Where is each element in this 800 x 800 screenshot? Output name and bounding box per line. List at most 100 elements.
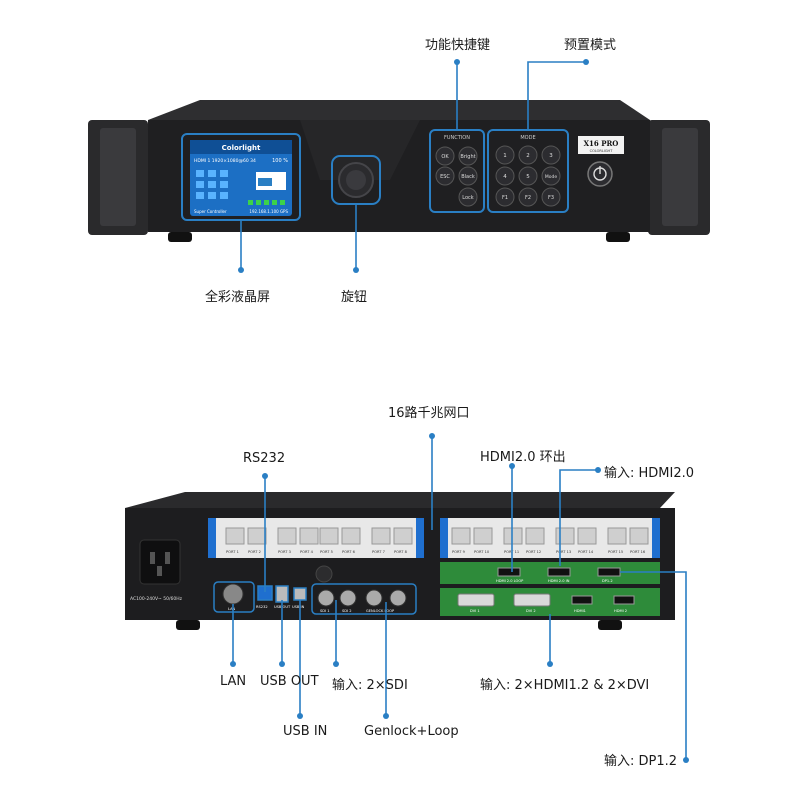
- sdi1-port[interactable]: [317, 589, 335, 607]
- svg-text:SDI 1: SDI 1: [320, 609, 330, 613]
- svg-text:PORT 8: PORT 8: [394, 550, 408, 554]
- svg-text:PORT 13: PORT 13: [556, 550, 571, 554]
- rear-chassis-top: [125, 492, 675, 508]
- lcd-percent: 100 %: [272, 158, 288, 164]
- label-lan: LAN: [220, 674, 247, 689]
- function-key-ok[interactable]: [435, 146, 455, 166]
- svg-text:PORT 1: PORT 1: [226, 550, 239, 554]
- label-sdi-in: 输入: 2×SDI: [332, 678, 408, 693]
- model-plate: [578, 136, 624, 154]
- svg-text:HDMI1: HDMI1: [574, 609, 586, 613]
- usb-out-port[interactable]: [275, 585, 289, 603]
- usb-in-port[interactable]: [293, 587, 307, 601]
- function-key-bright[interactable]: [458, 146, 478, 166]
- label-lcd: 全彩液晶屏: [205, 290, 271, 305]
- hdmi1-port[interactable]: [571, 595, 593, 605]
- label-knob: 旋钮: [341, 290, 368, 305]
- mode-key-mode[interactable]: [541, 166, 561, 186]
- dvi2-port[interactable]: [513, 593, 551, 607]
- front-callout-lines: [240, 61, 586, 270]
- svg-text:PORT 9: PORT 9: [452, 550, 466, 554]
- svg-text:4: 4: [503, 174, 507, 180]
- dvi1-port[interactable]: [457, 593, 495, 607]
- lcd-footer: Super Controller: [194, 209, 227, 214]
- mode-key-f3[interactable]: [541, 187, 561, 207]
- svg-text:USB IN: USB IN: [292, 605, 305, 609]
- label-usb-in: USB IN: [283, 724, 328, 739]
- function-key-esc[interactable]: [435, 166, 455, 186]
- hdmi-in-port[interactable]: [547, 567, 571, 577]
- svg-text:F1: F1: [502, 195, 508, 201]
- svg-text:F2: F2: [525, 195, 531, 201]
- svg-text:PORT 12: PORT 12: [526, 550, 541, 554]
- label-genlock: Genlock+Loop: [364, 724, 459, 739]
- mode-key-1[interactable]: [495, 145, 515, 165]
- svg-text:3: 3: [549, 153, 553, 159]
- svg-text:PORT 7: PORT 7: [372, 550, 385, 554]
- label-usb-out: USB OUT: [260, 674, 319, 689]
- dp-port[interactable]: [597, 567, 621, 577]
- svg-text:PORT 10: PORT 10: [474, 550, 490, 554]
- mode-key-5[interactable]: [518, 166, 538, 186]
- sdi2-port[interactable]: [339, 589, 357, 607]
- mode-key-3[interactable]: [541, 145, 561, 165]
- model-sub: COLORLIGHT: [590, 149, 614, 153]
- svg-text:HDMI 2.0 LOOP: HDMI 2.0 LOOP: [496, 579, 524, 583]
- hdmi-loop-port[interactable]: [497, 567, 521, 577]
- svg-text:PORT 4: PORT 4: [300, 550, 314, 554]
- svg-text:2: 2: [526, 153, 530, 159]
- genlock-loop-port[interactable]: [389, 589, 407, 607]
- lan-port[interactable]: [222, 583, 244, 605]
- svg-text:Bright: Bright: [460, 154, 475, 160]
- mode-keys: 1 2 3 4 5 Mode F1 F2 F3: [495, 145, 561, 207]
- svg-text:HDMI 2.0 IN: HDMI 2.0 IN: [548, 579, 570, 583]
- label-hdmi-in: 输入: HDMI2.0: [604, 466, 695, 481]
- svg-text:RS232: RS232: [256, 605, 268, 609]
- svg-text:SDI 2: SDI 2: [342, 609, 352, 613]
- mode-key-f1[interactable]: [495, 187, 515, 207]
- svg-text:PORT 3: PORT 3: [278, 550, 291, 554]
- model-name: X16 PRO: [584, 139, 619, 148]
- svg-text:Black: Black: [461, 174, 475, 180]
- mode-key-2[interactable]: [518, 145, 538, 165]
- lcd-footer-right: 192.168.1.100 GPS: [249, 209, 288, 214]
- mode-key-4[interactable]: [495, 166, 515, 186]
- svg-text:Mode: Mode: [545, 174, 557, 180]
- power-text: AC100-240V~ 50/60Hz: [130, 596, 183, 602]
- genlock-port[interactable]: [365, 589, 383, 607]
- svg-text:PORT 6: PORT 6: [342, 550, 356, 554]
- front-chassis-top: [148, 100, 650, 120]
- mode-key-f2[interactable]: [518, 187, 538, 207]
- svg-text:1: 1: [503, 153, 507, 159]
- svg-text:HDMI 2: HDMI 2: [614, 609, 627, 613]
- svg-text:PORT 16: PORT 16: [630, 550, 646, 554]
- function-key-lock[interactable]: [458, 187, 478, 207]
- lcd-brand: Colorlight: [222, 144, 261, 152]
- svg-text:F3: F3: [548, 195, 554, 201]
- svg-text:PORT 2: PORT 2: [248, 550, 261, 554]
- svg-text:LAN: LAN: [228, 607, 236, 611]
- rear-callout-lines: [232, 436, 687, 760]
- function-keys: OK Bright ESC Black Lock: [435, 146, 478, 207]
- svg-text:OK: OK: [441, 154, 449, 160]
- label-hdmi-loop: HDMI2.0 环出: [480, 450, 566, 465]
- svg-text:DVI 1: DVI 1: [470, 609, 480, 613]
- svg-text:Lock: Lock: [462, 195, 474, 201]
- hdmi2-port[interactable]: [613, 595, 635, 605]
- label-rs232: RS232: [243, 451, 286, 466]
- svg-text:DP1.2: DP1.2: [602, 579, 613, 583]
- bnc-ports: [317, 589, 407, 607]
- svg-text:PORT 5: PORT 5: [320, 550, 333, 554]
- lcd-line1: HDMI 1 1920×1080@60 34: [194, 158, 256, 164]
- left-port-labels: PORT 1 PORT 2 PORT 3 PORT 4 PORT 5 PORT 6 P…: [226, 550, 408, 554]
- label-hdmi-dvi-in: 输入: 2×HDMI1.2 & 2×DVI: [480, 678, 650, 693]
- svg-text:ESC: ESC: [440, 174, 450, 180]
- mode-panel-title: MODE: [520, 135, 535, 141]
- label-dp-in: 输入: DP1.2: [604, 754, 678, 769]
- function-key-black[interactable]: [458, 166, 478, 186]
- label-gigabit-ports: 16路千兆网口: [388, 406, 470, 421]
- power-socket[interactable]: [139, 539, 181, 585]
- function-panel-title: FUNCTION: [444, 135, 470, 141]
